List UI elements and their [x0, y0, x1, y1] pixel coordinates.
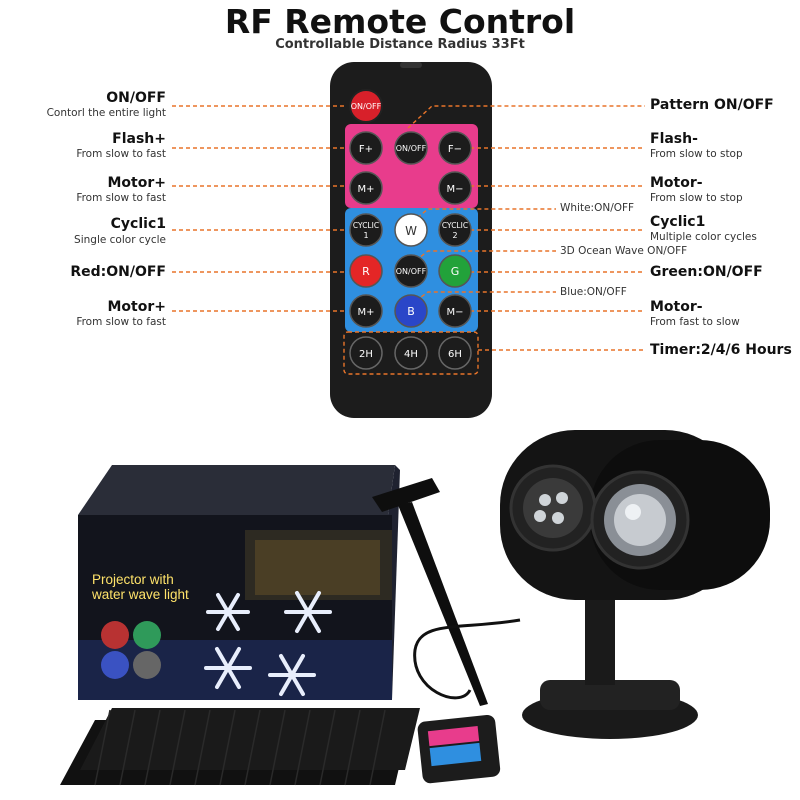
- svg-text:CYCLIC: CYCLIC: [442, 221, 468, 230]
- svg-text:2H: 2H: [359, 349, 373, 360]
- ground-stake: [372, 478, 488, 706]
- flash-plus-button[interactable]: F+: [349, 131, 383, 165]
- label-motor-plus-1-desc: From slow to fast: [76, 192, 166, 204]
- svg-text:M+: M+: [357, 184, 374, 195]
- snowflake-graphics: [204, 591, 332, 696]
- box-print-text: Projector with water wave light: [92, 572, 189, 602]
- svg-text:R: R: [362, 265, 370, 278]
- red-button[interactable]: R: [349, 254, 383, 288]
- blue-button[interactable]: B: [394, 294, 428, 328]
- label-motor-plus-2-title: Motor+: [107, 299, 167, 315]
- timer-2h-button[interactable]: 2H: [349, 336, 383, 370]
- label-onoff-desc: Contorl the entire light: [46, 107, 166, 119]
- mini-remote: [417, 714, 501, 784]
- label-motor-minus-2-desc: From fast to slow: [650, 316, 740, 328]
- label-pattern-title: Pattern ON/OFF: [650, 97, 774, 113]
- svg-text:M−: M−: [446, 184, 463, 195]
- svg-text:F+: F+: [359, 144, 373, 155]
- motor-plus-button-2[interactable]: M+: [349, 294, 383, 328]
- label-flash-plus-title: Flash+: [112, 131, 166, 147]
- green-button[interactable]: G: [438, 254, 472, 288]
- pattern-onoff-button[interactable]: ON/OFF: [394, 131, 428, 165]
- label-flash-minus-desc: From slow to stop: [650, 148, 743, 160]
- svg-text:ON/OFF: ON/OFF: [396, 144, 427, 153]
- motor-plus-button-1[interactable]: M+: [349, 171, 383, 205]
- page-title: RF Remote Control: [224, 2, 576, 41]
- svg-text:2: 2: [452, 231, 457, 240]
- label-green-title: Green:ON/OFF: [650, 264, 763, 280]
- label-blue: Blue:ON/OFF: [560, 286, 627, 298]
- label-motor-plus-2-desc: From slow to fast: [76, 316, 166, 328]
- svg-text:6H: 6H: [448, 349, 462, 360]
- label-flash-plus-desc: From slow to fast: [76, 148, 166, 160]
- svg-text:1: 1: [363, 231, 368, 240]
- label-cyclic1-title: Cyclic1: [110, 216, 166, 232]
- svg-text:M−: M−: [446, 307, 463, 318]
- label-motor-minus-1-title: Motor-: [650, 175, 703, 191]
- svg-text:ON/OFF: ON/OFF: [351, 102, 382, 111]
- label-cyclic2-title: Cyclic1: [650, 214, 706, 230]
- label-white: White:ON/OFF: [560, 202, 635, 214]
- product-box: [78, 465, 400, 700]
- label-onoff-title: ON/OFF: [106, 90, 166, 106]
- label-motor-plus-1-title: Motor+: [107, 175, 167, 191]
- label-motor-minus-1-desc: From slow to stop: [650, 192, 743, 204]
- svg-text:B: B: [407, 305, 415, 318]
- label-red-title: Red:ON/OFF: [70, 264, 166, 280]
- motor-minus-button-2[interactable]: M−: [438, 294, 472, 328]
- svg-text:M+: M+: [357, 307, 374, 318]
- box-line2: water wave light: [92, 587, 189, 602]
- timer-4h-button[interactable]: 4H: [394, 336, 428, 370]
- label-motor-minus-2-title: Motor-: [650, 299, 703, 315]
- svg-text:F−: F−: [448, 144, 462, 155]
- svg-text:CYCLIC: CYCLIC: [353, 221, 379, 230]
- label-flash-minus-title: Flash-: [650, 131, 698, 147]
- label-cyclic1-desc: Single color cycle: [74, 234, 166, 246]
- box-line1: Projector with: [92, 572, 174, 587]
- ocean-wave-button[interactable]: ON/OFF: [394, 254, 428, 288]
- timer-6h-button[interactable]: 6H: [438, 336, 472, 370]
- motor-minus-button-1[interactable]: M−: [438, 171, 472, 205]
- pattern-cards: [60, 708, 420, 786]
- svg-text:ON/OFF: ON/OFF: [396, 267, 427, 276]
- svg-text:G: G: [451, 265, 460, 278]
- label-cyclic2-desc: Multiple color cycles: [650, 231, 757, 243]
- flash-minus-button[interactable]: F−: [438, 131, 472, 165]
- projector: [500, 430, 770, 739]
- white-button[interactable]: W: [394, 213, 428, 247]
- label-timer-title: Timer:2/4/6 Hours: [650, 342, 792, 358]
- power-button[interactable]: ON/OFF: [349, 89, 383, 123]
- page-subtitle: Controllable Distance Radius 33Ft: [275, 37, 525, 52]
- svg-text:W: W: [405, 224, 417, 238]
- label-ocean: 3D Ocean Wave ON/OFF: [560, 245, 688, 257]
- svg-text:4H: 4H: [404, 349, 418, 360]
